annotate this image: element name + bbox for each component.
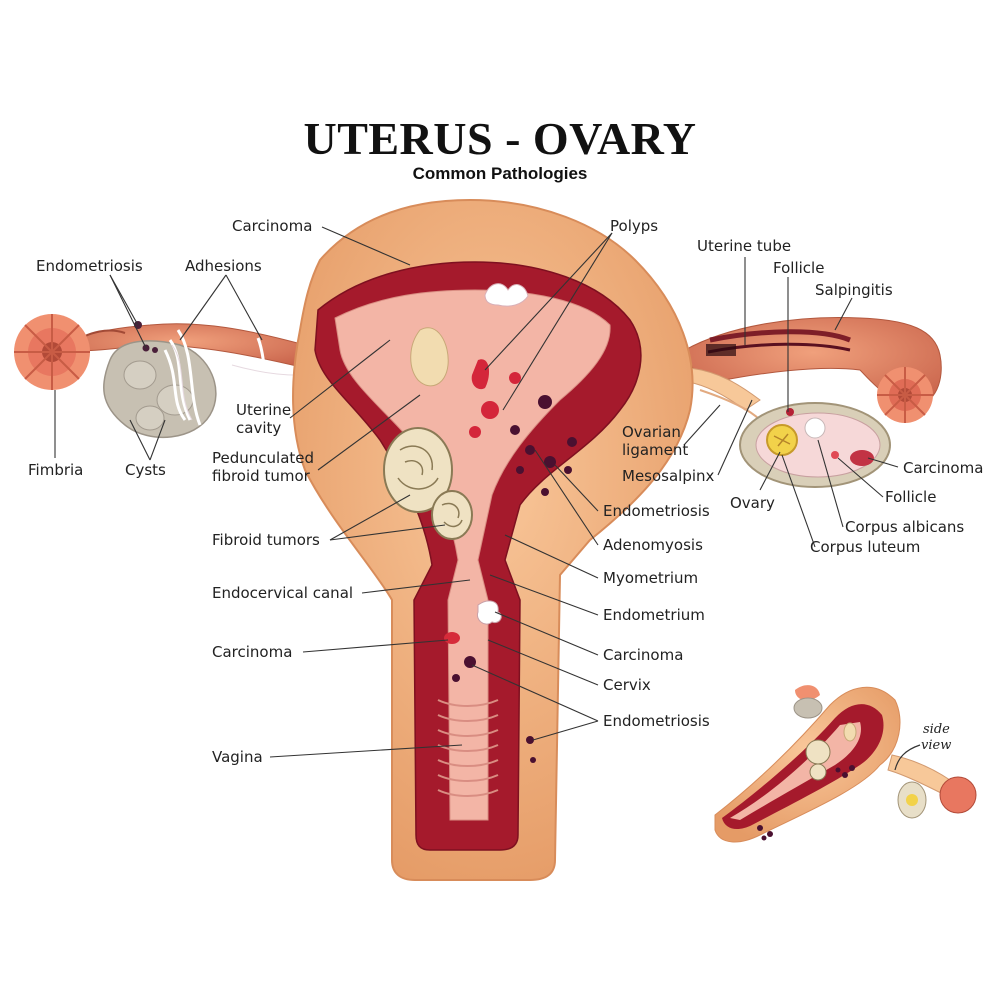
label-corpus-luteum: Corpus luteum — [810, 538, 921, 556]
label-carcinoma-cervix: Carcinoma — [603, 646, 684, 664]
carcinoma-fundus — [484, 283, 529, 307]
label-adhesions: Adhesions — [185, 257, 262, 275]
label-uterine-cavity-line2: cavity — [236, 419, 282, 437]
right-fimbria — [877, 367, 933, 423]
label-cervix: Cervix — [603, 676, 651, 694]
fibroid-tumors — [383, 427, 473, 540]
label-myometrium: Myometrium — [603, 569, 699, 587]
left-fimbria — [14, 314, 90, 390]
label-endocervical-canal: Endocervical canal — [212, 584, 354, 602]
label-carcinoma-left: Carcinoma — [212, 643, 293, 661]
vaginal-rugae — [437, 699, 499, 797]
label-cysts: Cysts — [125, 461, 166, 479]
leader-lines — [54, 226, 899, 758]
label-endometrium: Endometrium — [603, 606, 705, 624]
side-view-model — [714, 685, 977, 843]
label-pedunculated-line2: fibroid tumor — [212, 467, 310, 485]
label-ovarian-ligament-line1: Ovarian — [622, 423, 681, 441]
cervical-carcinoma — [444, 600, 502, 644]
label-follicle-right: Follicle — [885, 488, 937, 506]
label-fibroid-tumors: Fibroid tumors — [212, 531, 320, 549]
right-uterine-tube — [684, 317, 942, 406]
label-ovarian-ligament-line2: ligament — [622, 441, 689, 459]
polyps — [469, 359, 521, 438]
label-carcinoma-ovary: Carcinoma — [903, 459, 984, 477]
label-vagina: Vagina — [212, 748, 263, 766]
uterus-body — [292, 198, 694, 881]
right-ovary-section — [739, 402, 891, 488]
label-polyps: Polyps — [610, 217, 659, 235]
side-view-arrow — [894, 744, 921, 771]
label-endometriosis-mid: Endometriosis — [603, 502, 710, 520]
label-pedunculated-line1: Pedunculated — [212, 449, 315, 467]
page-title: UTERUS - OVARY — [303, 113, 697, 164]
label-follicle-top: Follicle — [773, 259, 825, 277]
label-corpus-albicans: Corpus albicans — [845, 518, 965, 536]
label-fimbria: Fimbria — [28, 461, 84, 479]
label-adenomyosis: Adenomyosis — [603, 536, 703, 554]
pedunculated-fibroid — [410, 327, 449, 387]
label-carcinoma-fundus: Carcinoma — [232, 217, 313, 235]
label-endometriosis-left: Endometriosis — [36, 257, 143, 275]
label-side-view-line1: side — [923, 722, 950, 737]
label-endometriosis-low: Endometriosis — [603, 712, 710, 730]
label-uterine-tube: Uterine tube — [697, 237, 792, 255]
label-side-view-line2: view — [921, 738, 952, 753]
page-subtitle: Common Pathologies — [412, 164, 588, 183]
label-ovary: Ovary — [730, 494, 775, 512]
label-uterine-cavity-line1: Uterine — [236, 401, 292, 419]
label-salpingitis: Salpingitis — [815, 281, 893, 299]
label-mesosalpinx: Mesosalpinx — [622, 467, 715, 485]
